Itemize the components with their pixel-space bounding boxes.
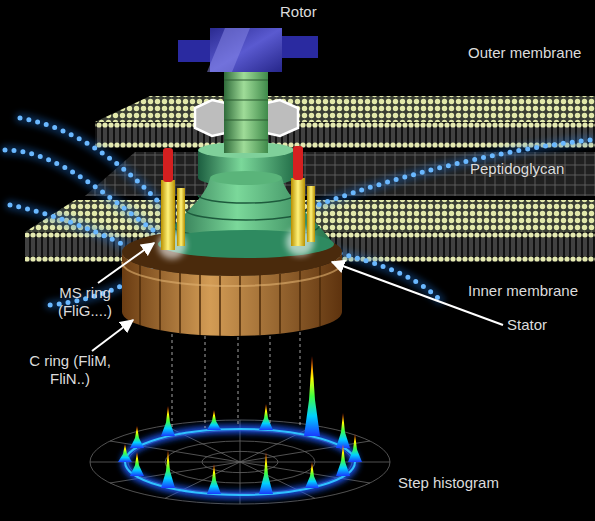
part-label: Stator bbox=[507, 316, 587, 334]
stator bbox=[158, 146, 315, 259]
part-label: Rotor bbox=[280, 3, 360, 21]
step-histogram bbox=[90, 356, 390, 504]
part-label: C ring (FliM, FliN..) bbox=[18, 352, 122, 388]
part-label: MS ring (FliG....) bbox=[40, 284, 130, 320]
rotor-cap bbox=[178, 28, 318, 72]
c-ring bbox=[122, 252, 342, 336]
projection-line bbox=[172, 332, 300, 430]
outer-membrane bbox=[95, 96, 595, 148]
layer-label: Inner membrane bbox=[468, 282, 593, 300]
chart-label: Step histogram bbox=[398, 474, 538, 492]
leader-arrow bbox=[92, 243, 503, 351]
layer-label: Peptidoglycan bbox=[470, 160, 592, 178]
ms-ring bbox=[158, 171, 334, 258]
layer-label: Outer membrane bbox=[468, 44, 593, 62]
